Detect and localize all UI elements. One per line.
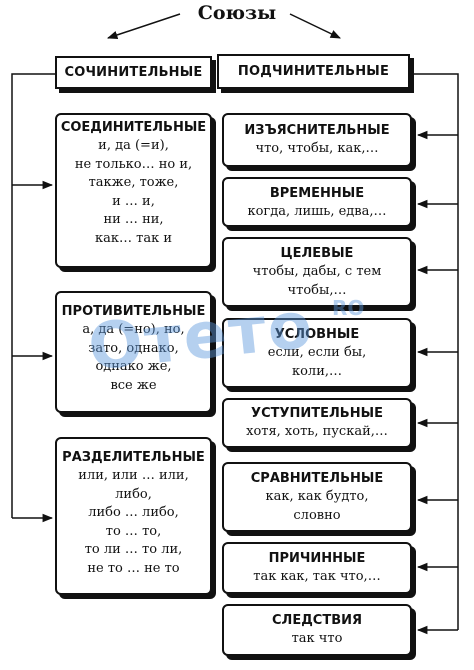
box-line: как, как будто, (265, 489, 369, 504)
box-title: ИЗЪЯСНИТЕЛЬНЫЕ (244, 123, 390, 138)
box-line: хотя, хоть, пускай,… (246, 424, 388, 439)
box-title: ПРИЧИННЫЕ (268, 551, 366, 566)
box-line: чтобы,… (287, 282, 347, 298)
box-line: так что (291, 631, 343, 646)
box-line: также, тоже, (88, 175, 179, 191)
box-title: ВРЕМЕННЫЕ (269, 186, 365, 201)
box-line: ни … ни, (103, 212, 164, 228)
box-purpose: ЦЕЛЕВЫЕ чтобы, дабы, с тем чтобы,… (222, 237, 412, 307)
box-line: либо, (115, 486, 152, 502)
box-adversative: ПРОТИВИТЕЛЬНЫЕ а, да (=но), но, зато, од… (55, 291, 212, 413)
connector-right (413, 73, 459, 630)
box-conditional: УСЛОВНЫЕ если, если бы, коли,… (222, 318, 412, 388)
box-comparative: СРАВНИТЕЛЬНЫЕ как, как будто, словно (222, 462, 412, 532)
box-explanatory: ИЗЪЯСНИТЕЛЬНЫЕ что, чтобы, как,… (222, 113, 412, 167)
box-line: как… так и (95, 230, 172, 246)
box-line: то … то, (105, 523, 162, 539)
box-consequence: СЛЕДСТВИЯ так что (222, 604, 412, 656)
box-line: чтобы, дабы, с тем (252, 264, 382, 279)
box-temporal: ВРЕМЕННЫЕ когда, лишь, едва,… (222, 177, 412, 227)
header-subordinating-label: ПОДЧИНИТЕЛЬНЫЕ (237, 64, 390, 79)
box-line: не только… но и, (74, 156, 193, 172)
box-concessive: УСТУПИТЕЛЬНЫЕ хотя, хоть, пускай,… (222, 398, 412, 448)
box-line: или, или … или, (78, 468, 189, 483)
header-coordinating: СОЧИНИТЕЛЬНЫЕ (55, 56, 212, 89)
box-line: не то … не то (87, 560, 180, 576)
diagram-title: Союзы (197, 2, 277, 24)
box-line: и, да (=и), (98, 138, 169, 153)
box-line: то ли … то ли, (84, 542, 183, 558)
box-line: когда, лишь, едва,… (247, 204, 387, 219)
box-line: либо … либо, (88, 505, 179, 521)
box-title: РАЗДЕЛИТЕЛЬНЫЕ (62, 450, 205, 465)
box-line: и … и, (112, 193, 155, 209)
box-connective: СОЕДИНИТЕЛЬНЫЕ и, да (=и), не только… но… (55, 113, 212, 268)
box-title: ЦЕЛЕВЫЕ (280, 246, 354, 261)
box-line: однако же, (95, 359, 172, 375)
box-title: УСЛОВНЫЕ (274, 327, 360, 342)
box-line: если, если бы, (267, 345, 367, 360)
box-line: что, чтобы, как,… (255, 141, 379, 156)
box-title: СРАВНИТЕЛЬНЫЕ (250, 471, 384, 486)
box-causal: ПРИЧИННЫЕ так как, так что,… (222, 542, 412, 594)
box-line: зато, однако, (88, 340, 179, 356)
arrow-title-right (289, 13, 341, 39)
box-line: все же (110, 377, 157, 393)
box-disjunctive: РАЗДЕЛИТЕЛЬНЫЕ или, или … или, либо, либ… (55, 437, 212, 595)
box-title: УСТУПИТЕЛЬНЫЕ (251, 406, 383, 421)
box-line: так как, так что,… (253, 569, 381, 584)
box-title: ПРОТИВИТЕЛЬНЫЕ (61, 304, 206, 319)
box-line: а, да (=но), но, (82, 322, 185, 337)
arrow-title-left (107, 13, 181, 39)
connector-left (11, 73, 55, 518)
header-coordinating-label: СОЧИНИТЕЛЬНЫЕ (64, 65, 203, 80)
header-subordinating: ПОДЧИНИТЕЛЬНЫЕ (217, 54, 410, 89)
box-title: СЛЕДСТВИЯ (271, 613, 362, 628)
box-title: СОЕДИНИТЕЛЬНЫЕ (60, 120, 207, 135)
box-line: словно (293, 507, 341, 523)
box-line: коли,… (291, 363, 342, 379)
